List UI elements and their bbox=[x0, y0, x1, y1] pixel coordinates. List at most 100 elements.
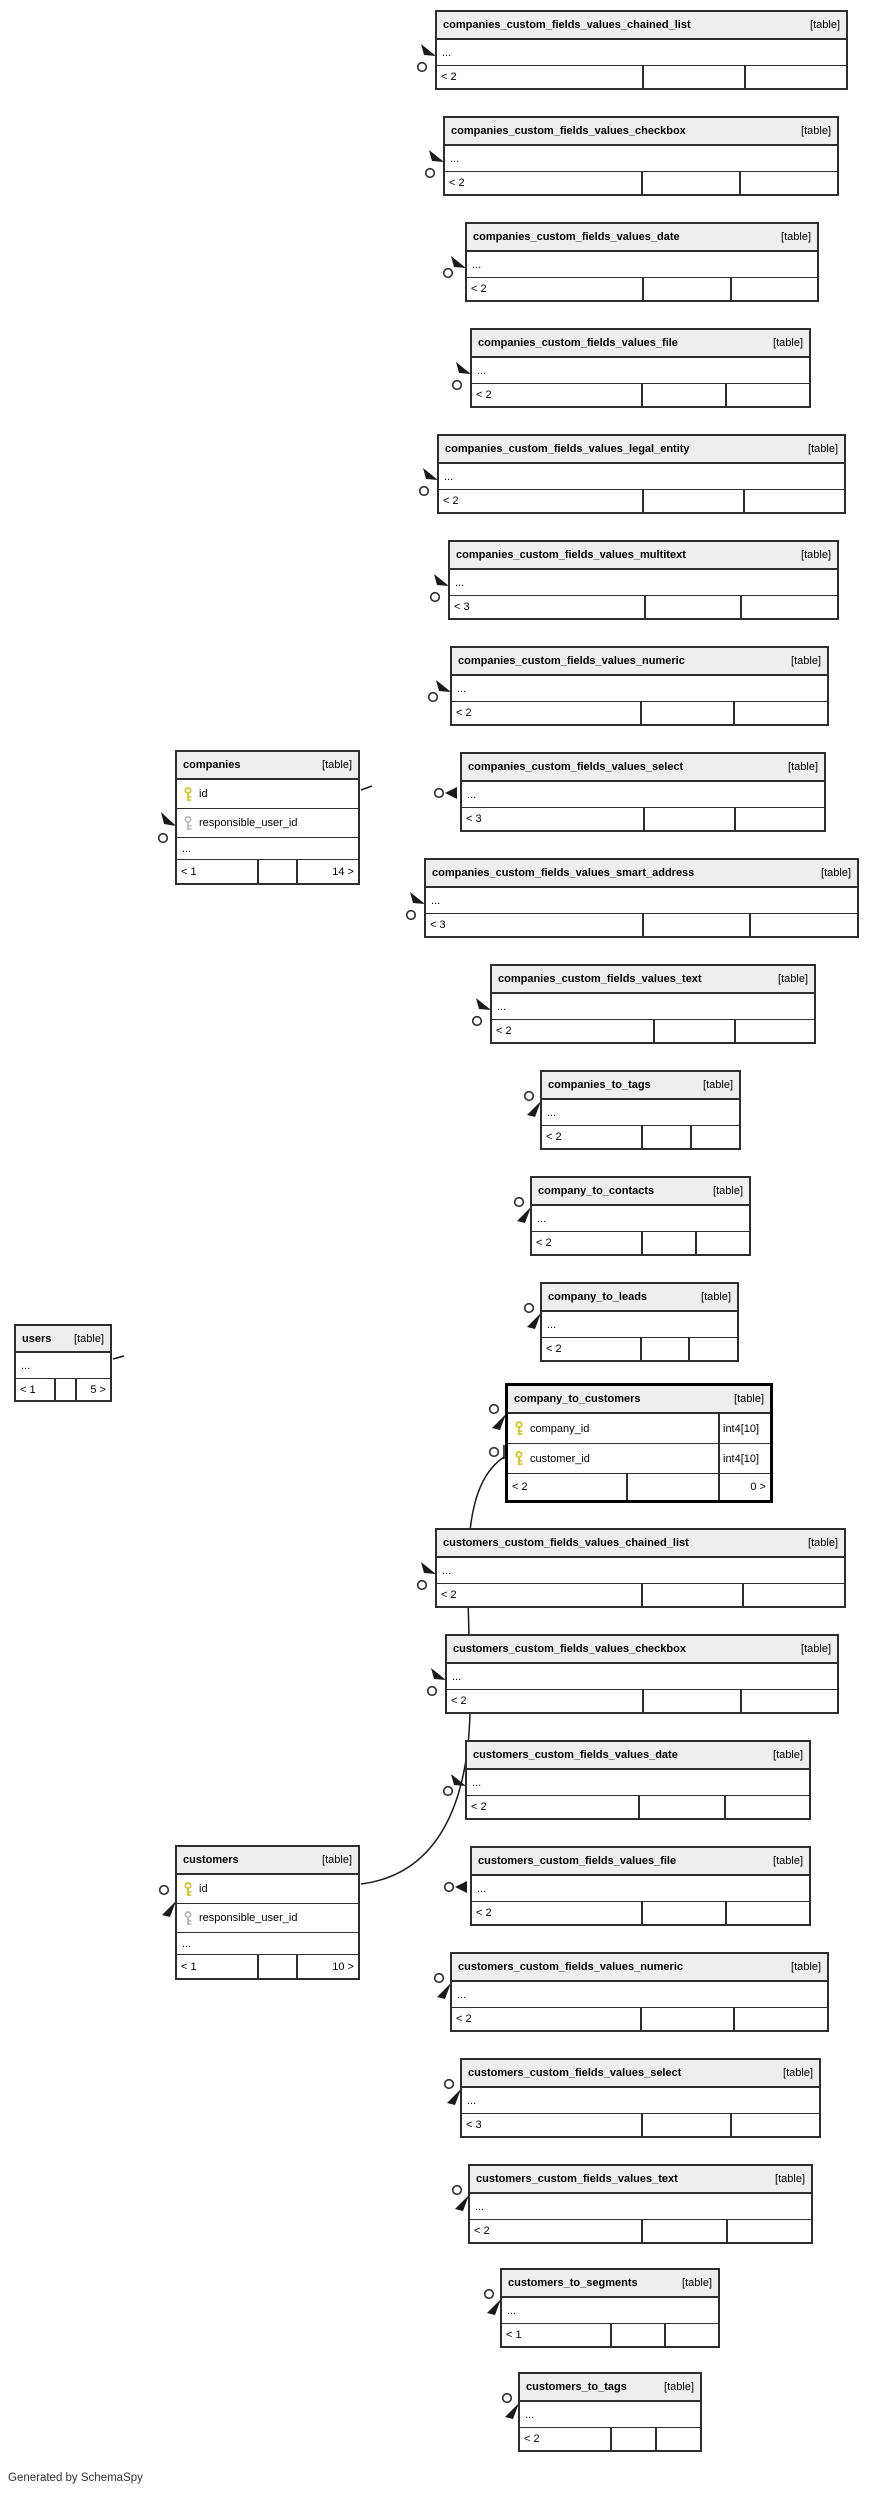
primary-key-icon bbox=[182, 1881, 194, 1897]
table-type-label: [table] bbox=[801, 1643, 831, 1655]
table-header[interactable]: companies_custom_fields_values_select[ta… bbox=[462, 754, 824, 782]
table-header[interactable]: companies_custom_fields_values_file[tabl… bbox=[472, 330, 809, 358]
deg-middle bbox=[610, 2428, 655, 2450]
table-type-label: [table] bbox=[682, 2277, 712, 2289]
table-header[interactable]: companies_custom_fields_values_chained_l… bbox=[437, 12, 846, 40]
table-companies_to_tags[interactable]: companies_to_tags[table]...< 2 bbox=[540, 1070, 741, 1150]
table-companies_custom_fields_values_numeric[interactable]: companies_custom_fields_values_numeric[t… bbox=[450, 646, 829, 726]
table-companies_custom_fields_values_date[interactable]: companies_custom_fields_values_date[tabl… bbox=[465, 222, 819, 302]
table-customers_custom_fields_values_date[interactable]: customers_custom_fields_values_date[tabl… bbox=[465, 1740, 811, 1820]
deg-middle bbox=[639, 702, 734, 724]
deg-children bbox=[694, 1232, 749, 1254]
table-companies_custom_fields_values_legal_entity[interactable]: companies_custom_fields_values_legal_ent… bbox=[437, 434, 846, 514]
table-customers_to_tags[interactable]: customers_to_tags[table]...< 2 bbox=[518, 2372, 702, 2452]
crow-arrowhead bbox=[445, 787, 457, 799]
table-header[interactable]: customers_custom_fields_values_select[ta… bbox=[462, 2060, 819, 2088]
table-header[interactable]: users [table] bbox=[16, 1326, 110, 1353]
table-header[interactable]: customers[table] bbox=[177, 1847, 358, 1875]
deg-children bbox=[733, 808, 825, 830]
deg-children: 5 > bbox=[75, 1379, 110, 1400]
table-header[interactable]: company_to_leads[table] bbox=[542, 1284, 737, 1312]
table-company_to_leads[interactable]: company_to_leads[table]...< 2 bbox=[540, 1282, 739, 1362]
deg-parents: < 2 bbox=[512, 1481, 528, 1493]
zero-many-circle bbox=[451, 2184, 463, 2196]
columns-hidden-indicator: ... bbox=[532, 1206, 749, 1232]
table-header[interactable]: companies_custom_fields_values_legal_ent… bbox=[439, 436, 844, 464]
table-customers_custom_fields_values_chained_list[interactable]: customers_custom_fields_values_chained_l… bbox=[435, 1528, 846, 1608]
degree-row: < 2 bbox=[520, 2428, 700, 2450]
zero-many-circle bbox=[483, 2288, 495, 2300]
table-header[interactable]: customers_custom_fields_values_text[tabl… bbox=[470, 2166, 811, 2194]
table-header[interactable]: company_to_customers[table] bbox=[508, 1386, 770, 1414]
table-header[interactable]: companies_to_tags[table] bbox=[542, 1072, 739, 1100]
table-header[interactable]: customers_to_tags[table] bbox=[520, 2374, 700, 2402]
table-header[interactable]: customers_to_segments[table] bbox=[502, 2270, 718, 2298]
table-name: companies_custom_fields_values_checkbox bbox=[451, 125, 686, 137]
zero-many-circle bbox=[416, 1579, 428, 1591]
table-customers_custom_fields_values_numeric[interactable]: customers_custom_fields_values_numeric[t… bbox=[450, 1952, 829, 2032]
deg-middle bbox=[625, 1474, 718, 1500]
table-name: companies_custom_fields_values_chained_l… bbox=[443, 19, 691, 31]
deg-middle bbox=[640, 2114, 730, 2136]
table-customers_custom_fields_values_select[interactable]: customers_custom_fields_values_select[ta… bbox=[460, 2058, 821, 2138]
table-header[interactable]: companies_custom_fields_values_numeric[t… bbox=[452, 648, 827, 676]
table-companies_custom_fields_values_select[interactable]: companies_custom_fields_values_select[ta… bbox=[460, 752, 826, 832]
crow-arrowhead bbox=[527, 1101, 541, 1117]
crow-arrowhead bbox=[423, 468, 438, 480]
deg-children: 14 > bbox=[296, 860, 358, 883]
crow-arrowhead bbox=[421, 44, 436, 56]
table-customers_custom_fields_values_text[interactable]: customers_custom_fields_values_text[tabl… bbox=[468, 2164, 813, 2244]
column-row-id: id bbox=[177, 780, 358, 809]
table-header[interactable]: companies_custom_fields_values_checkbox[… bbox=[445, 118, 837, 146]
table-header[interactable]: companies_custom_fields_values_multitext… bbox=[450, 542, 837, 570]
degree-row: < 3 bbox=[450, 596, 837, 618]
table-header[interactable]: companies[table] bbox=[177, 752, 358, 780]
zero-many-circle bbox=[442, 267, 454, 279]
table-companies_custom_fields_values_text[interactable]: companies_custom_fields_values_text[tabl… bbox=[490, 964, 816, 1044]
table-companies_custom_fields_values_chained_list[interactable]: companies_custom_fields_values_chained_l… bbox=[435, 10, 848, 90]
deg-parents: < 2 bbox=[536, 1237, 552, 1249]
columns-hidden-indicator: ... bbox=[492, 994, 814, 1020]
table-name: users bbox=[22, 1332, 52, 1345]
table-companies_custom_fields_values_smart_address[interactable]: companies_custom_fields_values_smart_add… bbox=[424, 858, 859, 938]
columns-hidden-indicator: ... bbox=[462, 2088, 819, 2114]
primary-key-icon bbox=[513, 1451, 525, 1466]
deg-parents: < 1 bbox=[20, 1383, 36, 1396]
table-header[interactable]: company_to_contacts[table] bbox=[532, 1178, 749, 1206]
table-customers_custom_fields_values_checkbox[interactable]: customers_custom_fields_values_checkbox[… bbox=[445, 1634, 839, 1714]
table-customers_custom_fields_values_file[interactable]: customers_custom_fields_values_file[tabl… bbox=[470, 1846, 811, 1926]
crow-arrowhead bbox=[434, 574, 449, 586]
table-type-label: [table] bbox=[808, 443, 838, 455]
table-header[interactable]: customers_custom_fields_values_chained_l… bbox=[437, 1530, 844, 1558]
deg-middle bbox=[643, 596, 741, 618]
crow-arrowhead bbox=[451, 256, 466, 268]
table-header[interactable]: companies_custom_fields_values_smart_add… bbox=[426, 860, 857, 888]
deg-children bbox=[724, 384, 809, 406]
table-header[interactable]: customers_custom_fields_values_checkbox[… bbox=[447, 1636, 837, 1664]
columns-hidden-indicator: ... bbox=[470, 2194, 811, 2220]
table-companies_custom_fields_values_multitext[interactable]: companies_custom_fields_values_multitext… bbox=[448, 540, 839, 620]
columns-hidden-indicator: ... bbox=[542, 1100, 739, 1126]
table-type-label: [table] bbox=[74, 1332, 104, 1345]
crow-arrowhead bbox=[487, 2299, 501, 2315]
table-customers_to_segments[interactable]: customers_to_segments[table]...< 1 bbox=[500, 2268, 720, 2348]
table-companies_custom_fields_values_checkbox[interactable]: companies_custom_fields_values_checkbox[… bbox=[443, 116, 839, 196]
table-header[interactable]: customers_custom_fields_values_numeric[t… bbox=[452, 1954, 827, 1982]
table-header[interactable]: customers_custom_fields_values_date[tabl… bbox=[467, 1742, 809, 1770]
table-type-label: [table] bbox=[808, 1537, 838, 1549]
table-header[interactable]: companies_custom_fields_values_text[tabl… bbox=[492, 966, 814, 994]
table-name: company_to_leads bbox=[548, 1291, 648, 1303]
table-company_to_contacts[interactable]: company_to_contacts[table]... < 2 bbox=[530, 1176, 751, 1256]
table-companies_custom_fields_values_file[interactable]: companies_custom_fields_values_file[tabl… bbox=[470, 328, 811, 408]
table-type-label: [table] bbox=[821, 867, 851, 879]
column-row-responsible_user_id: responsible_user_id bbox=[177, 809, 358, 838]
deg-children bbox=[655, 2428, 700, 2450]
table-header[interactable]: customers_custom_fields_values_file[tabl… bbox=[472, 1848, 809, 1876]
table-type-label: [table] bbox=[788, 761, 818, 773]
deg-parents: < 2 bbox=[471, 283, 487, 295]
table-header[interactable]: companies_custom_fields_values_date[tabl… bbox=[467, 224, 817, 252]
